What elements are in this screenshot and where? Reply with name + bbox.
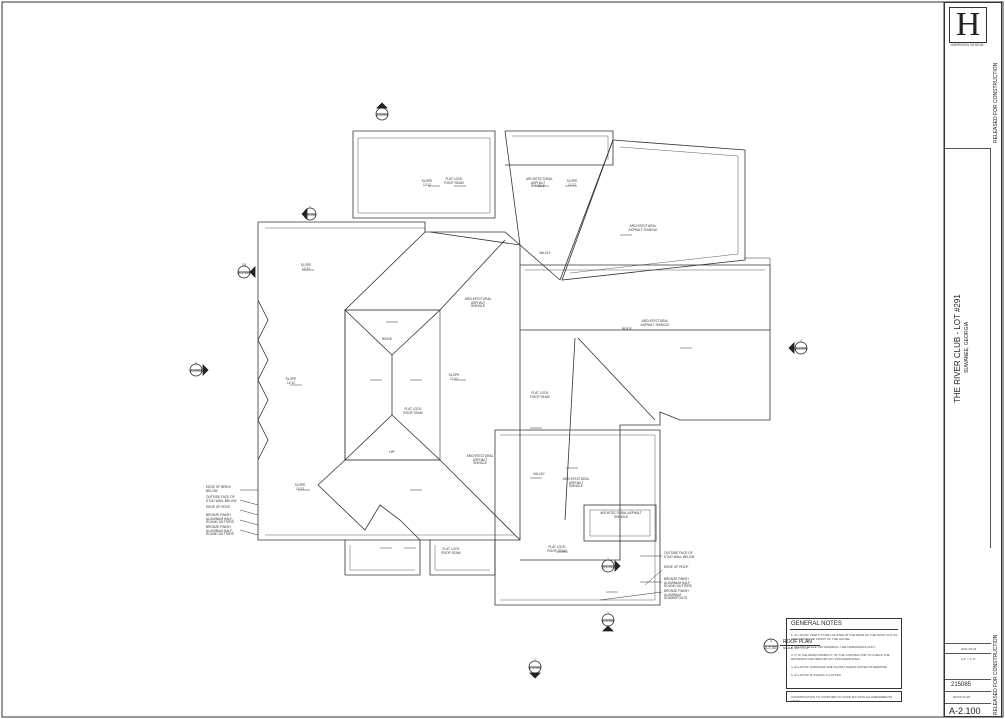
callout-right: EDGE OF ROOF xyxy=(664,565,689,569)
sheet-number: A-2.100 xyxy=(949,706,981,716)
sheet-title-cell: ROOF PLAN xyxy=(945,691,991,701)
title-underline xyxy=(780,645,820,646)
roof-label-slope: SLOPE 12:12 xyxy=(448,373,460,381)
firm-name: HARRISON DESIGN xyxy=(950,43,984,47)
roof-label-flat: FLAT LOCK ROOF SEAM xyxy=(547,545,567,553)
roof-label-shingle: ARCHITECTURAL ASPHALT SHINGLE xyxy=(464,297,492,309)
section-tag-sheet[interactable]: A-3.000 xyxy=(376,113,388,117)
notes-divider xyxy=(790,629,898,630)
callout-left: BRONZE FINISH ALUMINUM HALF-ROUND GUTTER… xyxy=(206,513,234,525)
section-tag-sheet[interactable]: A-3.000 xyxy=(529,666,541,670)
sheet-number-cell: A-2.100 xyxy=(945,703,991,718)
roof-label-slope: SLOPE 12:12 xyxy=(294,483,306,491)
section-tag-sheet[interactable]: A-3.100 xyxy=(238,271,250,275)
callout-left: OUTSIDE FACE OF STUD WALL BELOW xyxy=(206,495,237,503)
roof-label-ridge: RIDGE xyxy=(381,337,393,341)
roof-label-shingle: ARCHITECTURAL ASPHALT SHINGLE xyxy=(562,477,590,489)
roof-label-shingle: ARCHITECTURAL ASPHALT SHINGLE xyxy=(600,511,642,519)
job-cell: 215085 xyxy=(945,679,991,691)
roof-label-shingle: ARCHITECTURAL ASPHALT SHINGLE xyxy=(628,224,658,232)
section-tag-num[interactable]: 1 xyxy=(607,611,609,615)
roof-label-ridge: RIDGE xyxy=(621,327,633,331)
slope-arrows xyxy=(239,185,692,601)
general-note-item: 4. ALL ROOF SURFACES ARE SLOPE UNLESS NO… xyxy=(791,665,888,669)
roof-label-slope: SLOPE 12:12 xyxy=(421,179,433,187)
section-tag-num[interactable]: 1 xyxy=(381,105,383,109)
code-footer: CONSTRUCTION TO CONFORM TO CODE IRC WITH… xyxy=(791,695,893,703)
date-cell: 2021-09-29 xyxy=(945,643,991,653)
section-tag-sheet[interactable]: A-3.100 xyxy=(602,619,614,623)
drawing-tag-sheet[interactable]: A-2.100 xyxy=(765,646,777,650)
general-note-item: 2. DO NOT SCALE OFF DRAWING. USE DIMENSI… xyxy=(791,645,876,649)
drawing-title: ROOF PLAN xyxy=(783,639,812,645)
section-tag-sheet[interactable]: A-3.000 xyxy=(190,369,202,373)
project-panel xyxy=(945,148,991,548)
callout-left: BRONZE FINISH ALUMINUM HALF-ROUND GUTTER… xyxy=(206,525,234,537)
release-status: RELEASED FOR CONSTRUCTION xyxy=(993,62,999,143)
roof-label-flat: FLAT LOCK ROOF SEAM xyxy=(403,407,423,415)
section-tag-sheet[interactable]: A-4.100 xyxy=(602,565,614,569)
general-notes-heading: GENERAL NOTES xyxy=(791,621,842,627)
section-tag-num[interactable]: 1 xyxy=(607,557,609,561)
roof-label-slope: SLOPE 12:12 xyxy=(300,263,312,271)
section-tag-num[interactable]: 1 xyxy=(534,658,536,662)
sheet-title: ROOF PLAN xyxy=(953,695,971,699)
scale-cell: 1/4" = 1'-0" xyxy=(945,653,991,663)
job-number: 215085 xyxy=(951,682,972,688)
drawing-scale: SCALE: 1/4" = 1'-0" xyxy=(783,646,810,650)
roof-label-valley: VALLEY xyxy=(539,251,551,255)
callout-right: BRONZE FINISH ALUMINUM HALF-ROUND GUTTER… xyxy=(664,577,692,589)
general-note-item: 3. IT IS THE RESPONSIBILITY OF THE CONTR… xyxy=(791,653,890,661)
roof-label-slope: SLOPE 12:12 xyxy=(566,179,578,187)
callout-left: EDGE OF BRICK BELOW xyxy=(206,485,231,493)
callout-right: BRONZE FINISH ALUMINUM DOWNSPOUTS xyxy=(664,589,689,601)
section-tag-sheet[interactable]: A-3.100 xyxy=(304,213,316,217)
roof-label-flat: FLAT LOCK ROOF SEAM xyxy=(441,547,461,555)
drawing-tag-number[interactable]: 1 xyxy=(769,638,773,643)
issue-date: 2021-09-29 xyxy=(961,647,977,651)
title-block: H HARRISON DESIGN THE RIVER CLUB - LOT #… xyxy=(944,2,1002,717)
firm-logo: H xyxy=(949,7,987,43)
project-location: SUWANEE, GEORGIA xyxy=(964,321,970,373)
code-footer-box: CONSTRUCTION TO CONFORM TO CODE IRC WITH… xyxy=(786,691,902,703)
project-name: THE RIVER CLUB - LOT #291 xyxy=(953,294,962,403)
section-tag-num[interactable]: 1B xyxy=(242,263,246,267)
roof-label-shingle: ARCHITECTURAL ASPHALT SHINGLE xyxy=(526,177,553,189)
roof-label-shingle: ARCHITECTURAL ASPHALT SHINGLE xyxy=(640,319,670,327)
roof-label-shingle: ARCHITECTURAL ASPHALT SHINGLE xyxy=(466,454,494,466)
roof-label-slope: SLOPE 12:12 xyxy=(285,377,297,385)
roof-label-hip: HIP xyxy=(389,450,395,454)
section-tag-markers xyxy=(189,102,808,679)
section-tag-num[interactable]: 4 xyxy=(195,361,197,365)
callout-right: OUTSIDE FACE OF STUD WALL BELOW xyxy=(664,551,695,559)
release-status-bottom: RELEASED FOR CONSTRUCTION xyxy=(993,634,999,715)
general-note-item: 5. ALL ROOF FLASHING & GUTTER. xyxy=(791,673,842,677)
roof-label-flat: FLAT LOCK ROOF SEAM xyxy=(530,391,550,399)
roof-outline xyxy=(257,130,771,606)
general-note-item: 1. ALL ROOF VENTS TO BE LOCATED IN THE R… xyxy=(791,633,898,641)
section-tag-num[interactable]: 1 xyxy=(309,205,311,209)
callout-left: EDGE OF ROOF xyxy=(206,505,231,509)
general-notes-box: GENERAL NOTES 1. ALL ROOF VENTS TO BE LO… xyxy=(786,618,902,689)
roof-label-valley: VALLEY xyxy=(533,472,545,476)
roof-label-flat: FLAT LOCK ROOF SEAM xyxy=(444,177,464,185)
section-tag-num[interactable]: 2 xyxy=(800,339,802,343)
section-tag-sheet[interactable]: A-3.000 xyxy=(795,347,807,351)
sheet-scale: 1/4" = 1'-0" xyxy=(961,657,976,661)
